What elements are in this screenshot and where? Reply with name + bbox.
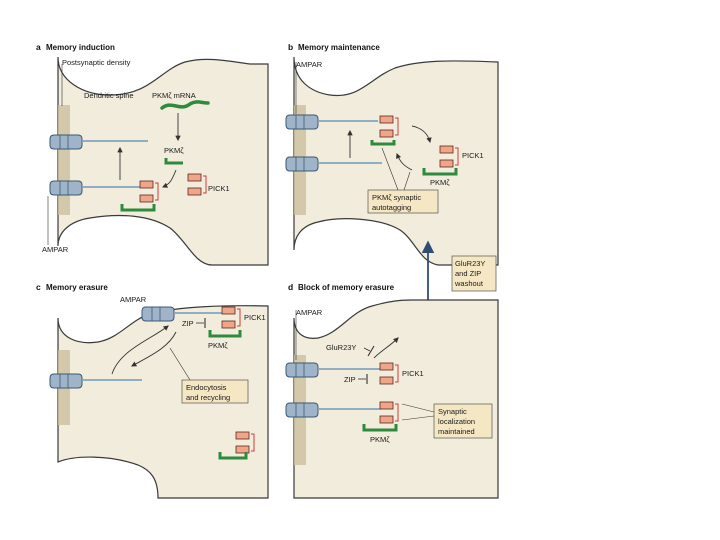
pkmz-label-d: PKMζ [370,435,390,444]
synaptic-localization-note [433,403,493,439]
glur-label-d: GluR23Y [326,343,356,352]
ampar-label-b: AMPAR [296,60,323,69]
ampar-receptor-d1 [285,362,319,378]
pick1-label-a: PICK1 [208,184,230,193]
panel-c-letter: c [36,282,41,292]
pick1-label-c: PICK1 [244,313,266,322]
ampar-receptor-b2 [285,156,319,172]
pkmz-protein-d [362,424,398,432]
dendritic-spine-label: Dendritic spine [84,91,134,100]
pkmz-protein-a1 [164,158,183,165]
pkmz-label-a: PKMζ [164,146,184,155]
synaptic-localization-note-line2: localization [438,417,475,426]
washout-note [451,255,497,292]
ampar-receptor-c1 [141,306,175,322]
pick1-label-b: PICK1 [462,151,484,160]
spine-outline-d [293,299,499,499]
ampar-receptor-c2 [49,373,83,389]
synaptic-localization-note-line3: maintained [438,427,475,436]
synaptic-localization-note-line1: Synaptic [438,407,467,416]
pkmz-protein-b2 [422,168,458,176]
panel-c: c Memory erasure AMPAR PICK1 ZIP PKMζ En… [36,282,269,499]
panel-b-letter: b [288,42,293,52]
washout-note-line3: washout [454,279,484,288]
spine-outline-b [293,56,499,266]
panel-b: b Memory maintenance AMPAR PICK1 PKMζ PK… [285,42,499,266]
pkmz-protein-b1 [370,140,396,146]
endocytosis-note-line1: Endocytosis [186,383,227,392]
pkmz-label-b: PKMζ [430,178,450,187]
zip-label-d: ZIP [344,375,356,384]
washout-note-line2: and ZIP [455,269,481,278]
spine-outline-a [57,56,269,266]
panel-c-title: Memory erasure [46,283,108,292]
panel-a: a Memory induction Postsynaptic density … [36,42,269,266]
zip-label-c: ZIP [182,319,194,328]
ampar-receptor-d2 [285,402,319,418]
ampar-label-c: AMPAR [120,295,147,304]
ampar-label-a: AMPAR [42,245,69,254]
panel-d: d Block of memory erasure AMPAR GluR23Y … [285,282,499,499]
pkmz-protein-a2 [120,204,156,212]
panel-a-letter: a [36,42,41,52]
pick1-label-d: PICK1 [402,369,424,378]
panel-a-title: Memory induction [46,43,115,52]
ampar-label-d: AMPAR [296,308,323,317]
pkmz-mrna-label: PKMζ mRNA [152,91,196,100]
endocytosis-note [181,379,249,404]
autotagging-note [367,189,439,214]
pkmz-protein-c2 [218,452,248,460]
mrna-strand [160,100,210,110]
ampar-receptor-a2 [49,180,83,196]
autotagging-note-line1: PKMζ synaptic [372,193,421,202]
panel-d-letter: d [288,282,293,292]
ampar-receptor-b1 [285,114,319,130]
pkmz-protein-c1 [208,330,242,338]
autotagging-note-line2: autotagging [372,203,411,212]
postsynaptic-density-label: Postsynaptic density [62,58,131,67]
endocytosis-note-line2: and recycling [186,393,230,402]
pkmz-label-c: PKMζ [208,341,228,350]
spine-outline-c [57,305,269,499]
washout-note-line1: GluR23Y [455,259,485,268]
ampar-receptor-a1 [49,134,83,150]
panel-d-title: Block of memory erasure [298,283,395,292]
postsynaptic-density-a [58,105,70,215]
panel-b-title: Memory maintenance [298,43,380,52]
